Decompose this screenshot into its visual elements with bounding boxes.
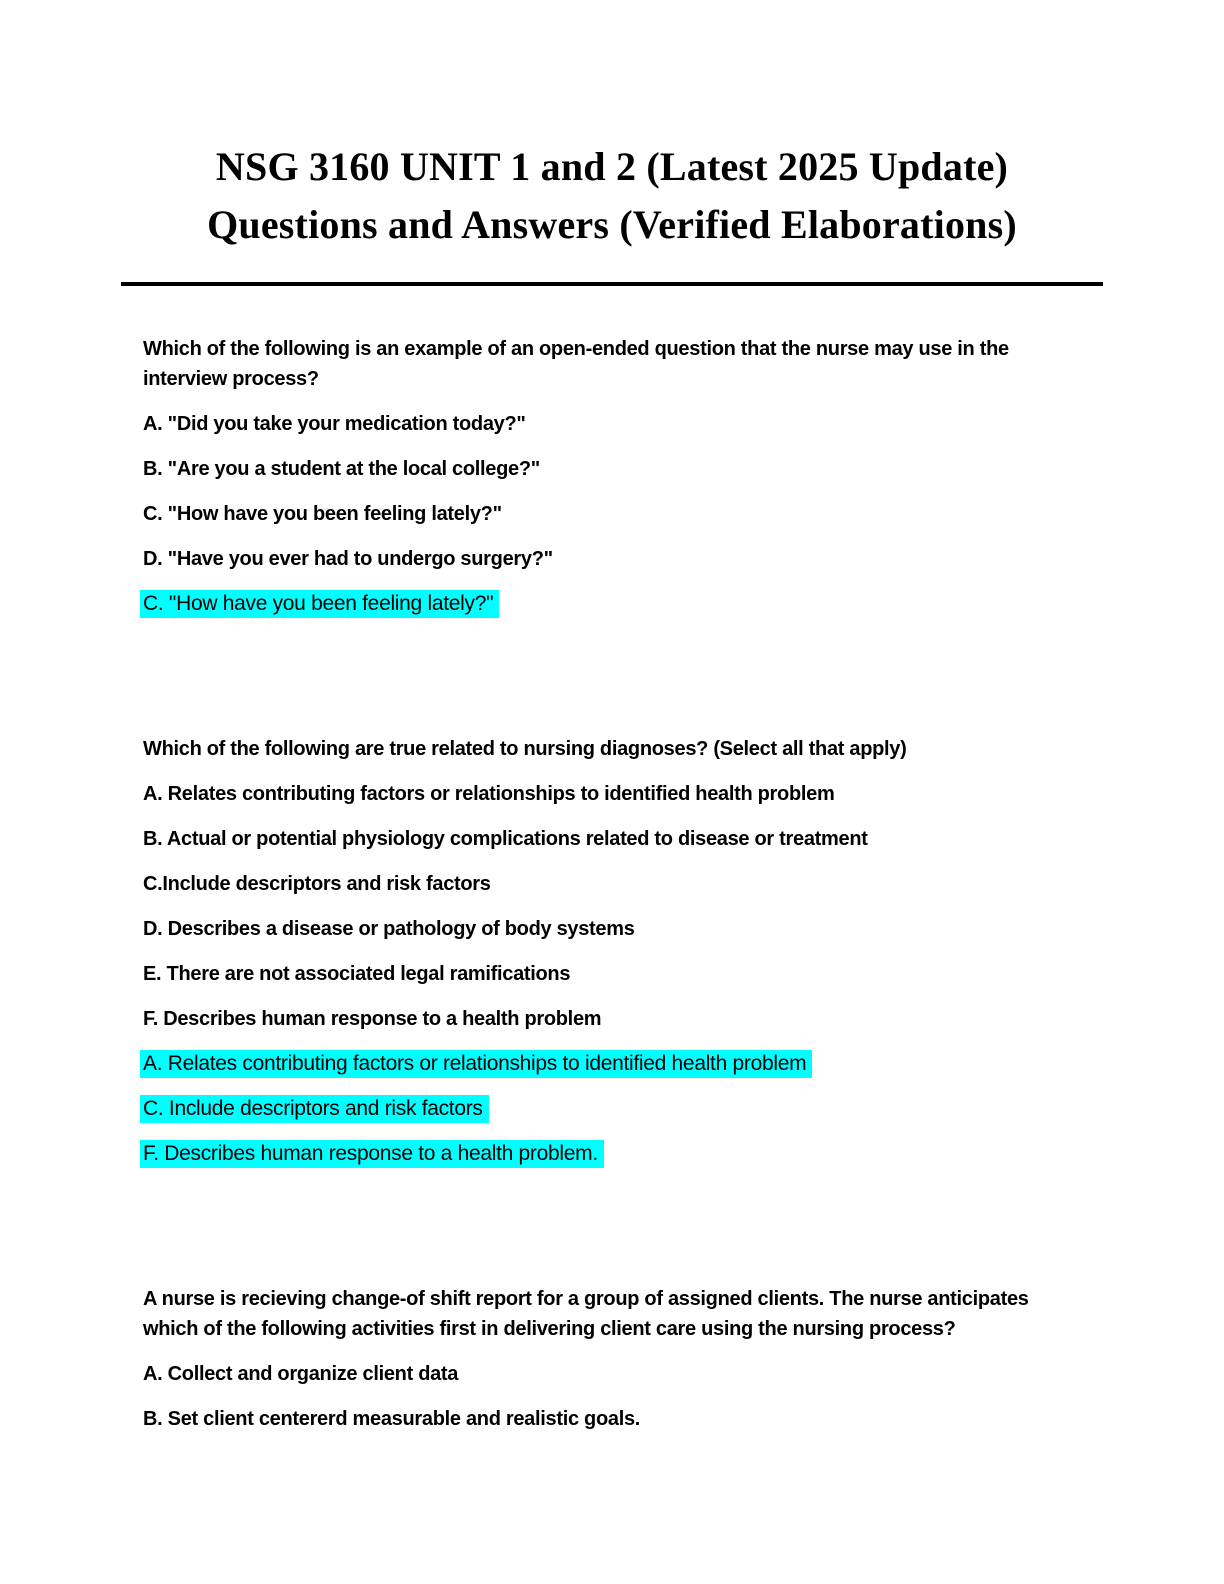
option-text: F. Describes human response to a health … [143,1008,602,1030]
option-text: D. Describes a disease or pathology of b… [143,918,635,940]
question-text: Which of the following is an example of … [143,338,1009,390]
question-text: Which of the following are true related … [143,738,907,760]
highlighted-answer: C. "How have you been feeling lately?" [140,589,1081,619]
option-text: B. Actual or potential physiology compli… [143,828,868,850]
blank-gap [143,634,1081,734]
highlighted-answer: C. Include descriptors and risk factors [140,1094,1081,1124]
question-block-3: A nurse is recieving change-of shift rep… [143,1284,1081,1434]
option-text: A. "Did you take your medication today?" [143,413,526,435]
document-title: NSG 3160 UNIT 1 and 2 (Latest 2025 Updat… [0,0,1224,254]
question-block-2: Which of the following are true related … [140,734,1081,1169]
blank-gap [143,1184,1081,1284]
question-text: A nurse is recieving change-of shift rep… [143,1288,1029,1340]
option-text: D. "Have you ever had to undergo surgery… [143,548,553,570]
question-block-1: Which of the following is an example of … [140,334,1081,619]
document-title-line2: Questions and Answers (Verified Elaborat… [207,202,1017,247]
option-text: B. "Are you a student at the local colle… [143,458,540,480]
answer-highlight: C. "How have you been feeling lately?" [140,590,500,618]
highlighted-answer: F. Describes human response to a health … [140,1139,1081,1169]
document-title-line1: NSG 3160 UNIT 1 and 2 (Latest 2025 Updat… [215,144,1009,189]
highlighted-answer: A. Relates contributing factors or relat… [140,1049,1081,1079]
option-text: A. Relates contributing factors or relat… [143,783,835,805]
document-body: Which of the following is an example of … [140,334,1081,1434]
answer-highlight: F. Describes human response to a health … [140,1140,604,1168]
option-text: C. "How have you been feeling lately?" [143,503,502,525]
option-text: C.Include descriptors and risk factors [143,873,491,895]
title-divider [121,282,1103,286]
option-text: B. Set client centererd measurable and r… [143,1408,641,1430]
answer-highlight: C. Include descriptors and risk factors [140,1095,489,1123]
option-text: E. There are not associated legal ramifi… [143,963,571,985]
answer-highlight: A. Relates contributing factors or relat… [140,1050,813,1078]
option-text: A. Collect and organize client data [143,1363,459,1385]
